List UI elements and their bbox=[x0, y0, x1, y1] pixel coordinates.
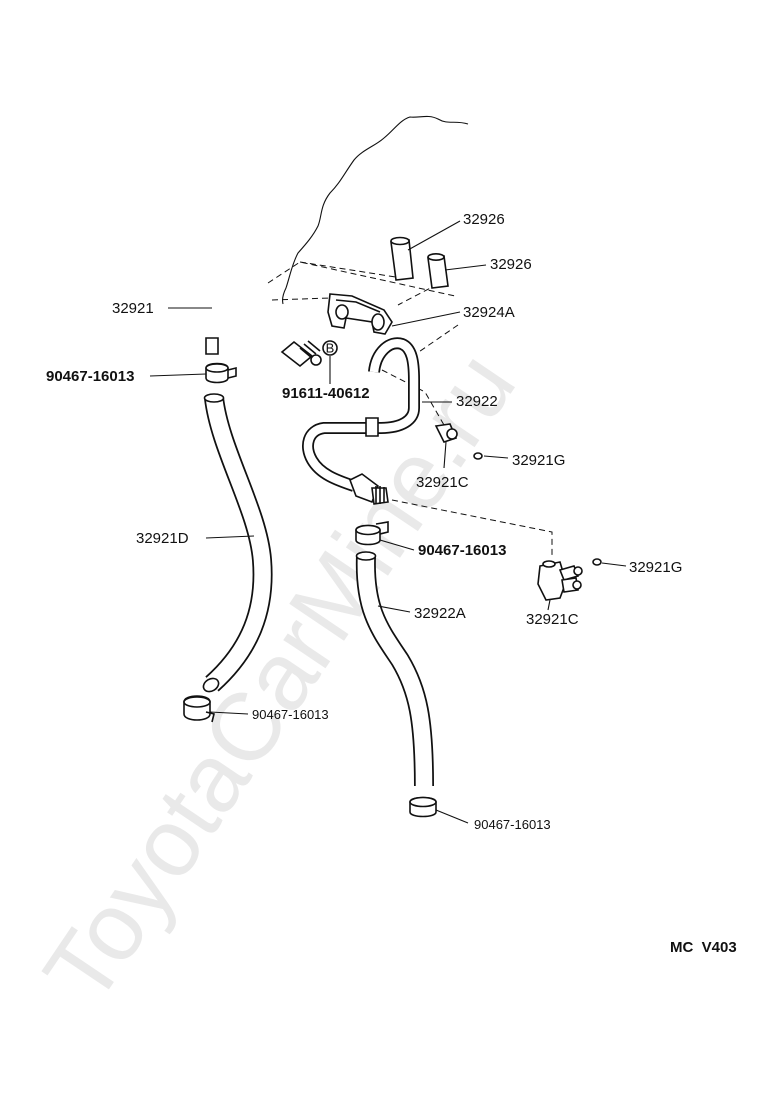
callout-32921c-a: 32921C bbox=[416, 474, 469, 491]
callout-90467-16013-b: 90467-16013 bbox=[418, 542, 506, 559]
engine-outline bbox=[282, 115, 469, 305]
marker-b: B bbox=[322, 340, 338, 356]
clamp-90467-d bbox=[409, 796, 437, 818]
callout-32921c-b: 32921C bbox=[526, 611, 579, 628]
clamp-90467-a bbox=[205, 362, 237, 384]
callout-32926-lower: 32926 bbox=[490, 256, 532, 273]
callout-32922: 32922 bbox=[456, 393, 498, 410]
diagram-code: MC V403 bbox=[670, 939, 737, 956]
callout-90467-16013-d: 90467-16013 bbox=[474, 817, 551, 832]
assembly-dashed-lines bbox=[267, 261, 553, 558]
o-ring-32921g-b bbox=[592, 558, 602, 566]
callout-32921g-b: 32921G bbox=[629, 559, 682, 576]
callout-90467-16013-a: 90467-16013 bbox=[46, 368, 134, 385]
sleeve-32926-right bbox=[427, 253, 449, 289]
callout-32921: 32921 bbox=[112, 300, 154, 317]
callout-90467-16013-c: 90467-16013 bbox=[252, 707, 329, 722]
fitting-32921c-a bbox=[434, 423, 458, 443]
callout-32922a: 32922A bbox=[414, 605, 466, 622]
valve-32921c-b bbox=[537, 560, 583, 601]
callout-32921g-a: 32921G bbox=[512, 452, 565, 469]
sleeve-32926-left bbox=[390, 236, 414, 281]
leader-lines bbox=[149, 220, 627, 824]
o-ring-32921g-a bbox=[473, 452, 483, 460]
pipe-32922 bbox=[302, 337, 420, 505]
svg-text:B: B bbox=[326, 341, 335, 356]
callout-32926-upper: 32926 bbox=[463, 211, 505, 228]
clamp-90467-c bbox=[183, 695, 215, 723]
callout-32924a: 32924A bbox=[463, 304, 515, 321]
hose-32922a bbox=[355, 551, 434, 787]
callout-32921d: 32921D bbox=[136, 530, 189, 547]
callout-91611-40612: 91611-40612 bbox=[282, 385, 370, 402]
watermark-text: ToyotaCarMine.ru bbox=[24, 334, 536, 1022]
bracket-32924a bbox=[327, 293, 393, 335]
pipe-32921 bbox=[205, 259, 322, 368]
hose-32921d bbox=[202, 393, 273, 693]
